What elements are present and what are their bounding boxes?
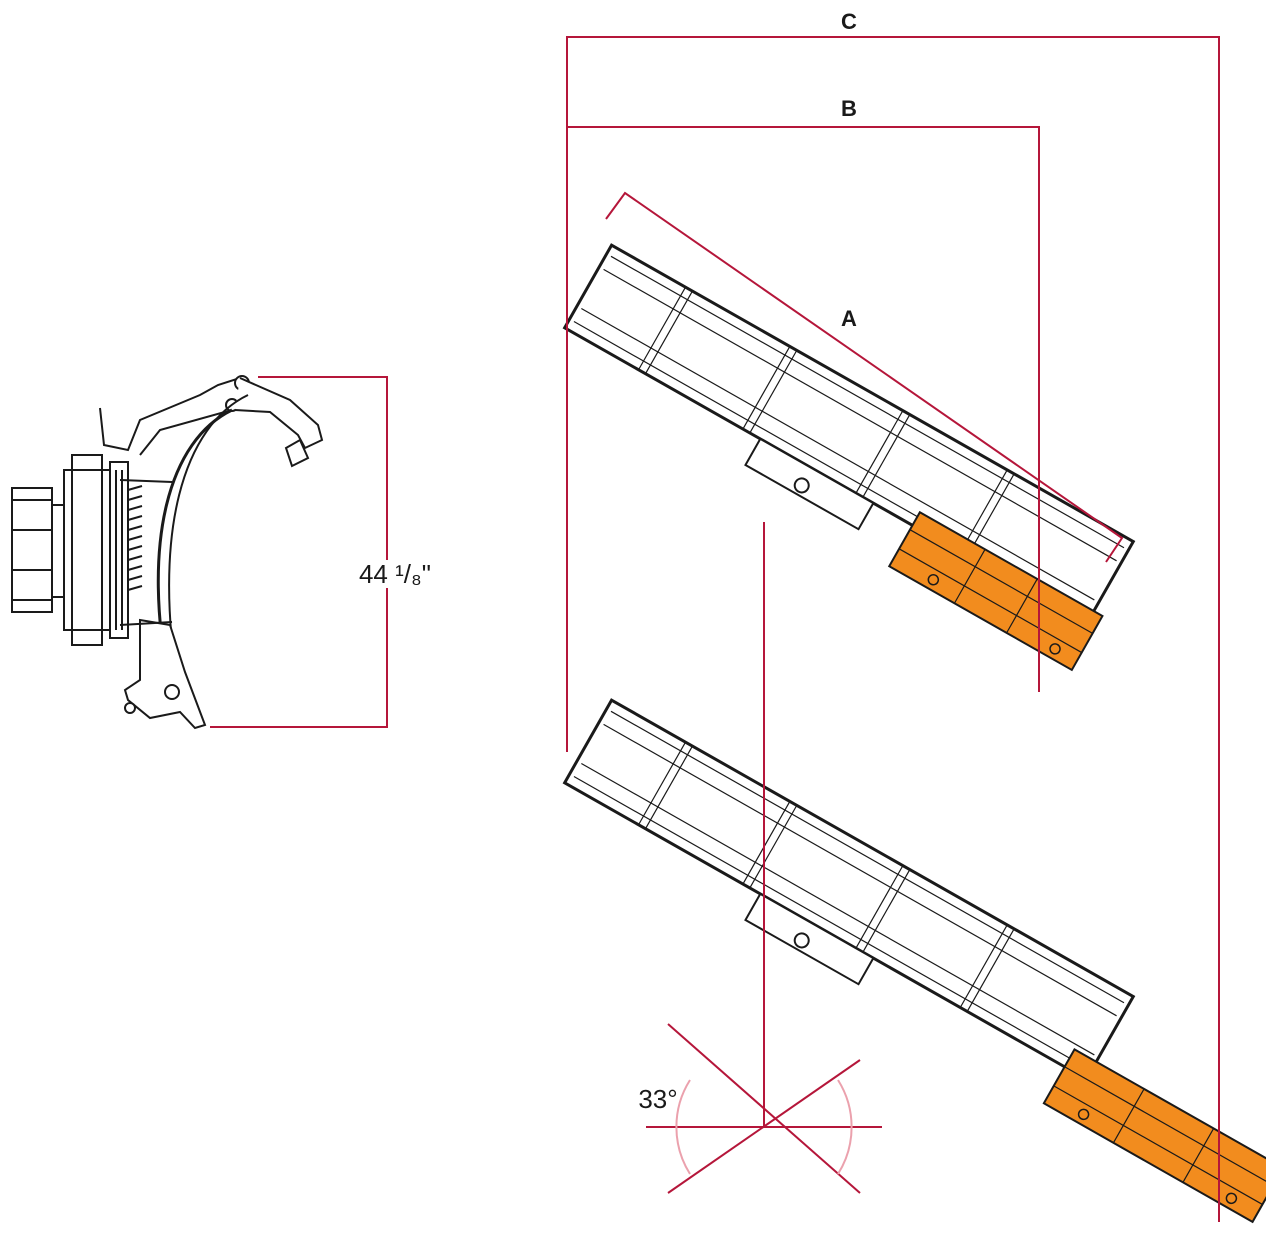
angle-label: 33° <box>638 1084 677 1114</box>
fork-top-body <box>562 243 1136 627</box>
angle-arcs <box>675 1079 853 1175</box>
fork-bottom-pivot <box>793 932 810 949</box>
dimension-c-line <box>566 36 1220 1222</box>
fork-top-pivot <box>793 477 810 494</box>
dimension-c-label: C <box>841 9 857 34</box>
fork-bottom-body <box>562 698 1136 1082</box>
dimension-a-line <box>605 191 1124 563</box>
fork-top-extension <box>887 510 1104 672</box>
height-dimension-line <box>210 376 388 728</box>
dimension-b-label: B <box>841 96 857 121</box>
bottom-fork-assembly <box>562 698 1266 1224</box>
side-view-attachment <box>11 375 324 730</box>
dimension-a-label: A <box>841 306 857 331</box>
dimension-lines <box>210 36 1220 1222</box>
fork-bottom-detail <box>573 710 1125 1069</box>
height-dimension-label: 44 ¹/₈" <box>359 559 431 589</box>
top-fork-assembly <box>562 243 1136 672</box>
angle-line-left <box>667 1023 861 1194</box>
fork-bottom-extension <box>1042 1048 1266 1224</box>
dimension-b-line <box>567 126 1040 692</box>
